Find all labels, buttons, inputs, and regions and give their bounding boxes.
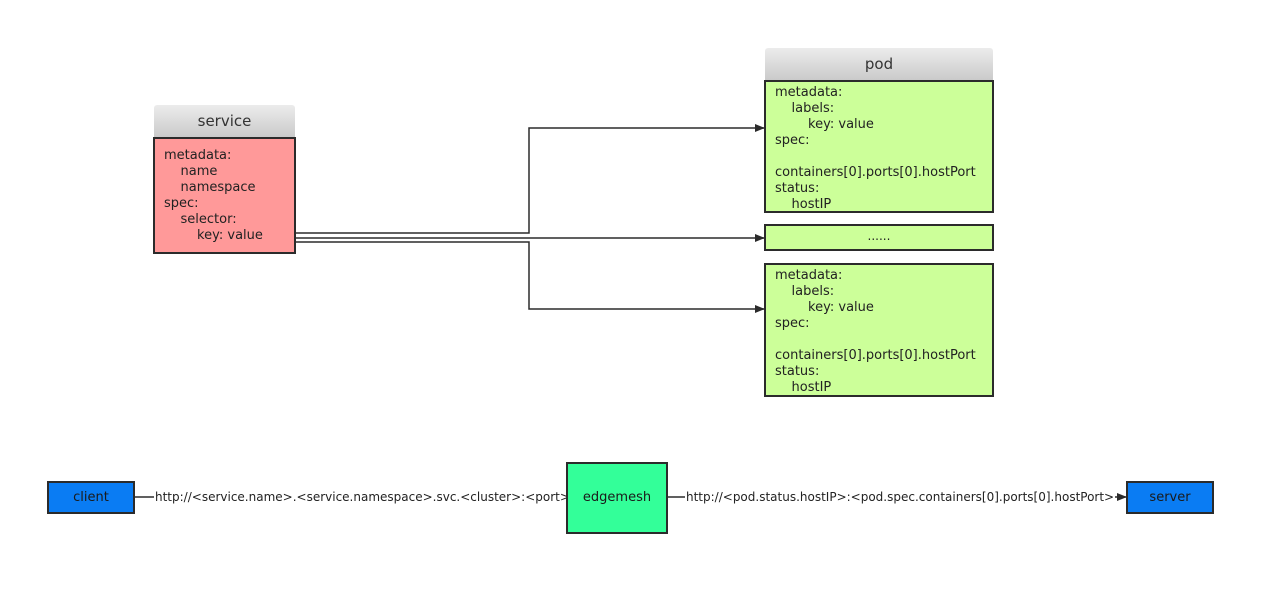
pod2-box: metadata: labels: key: value spec: conta…	[764, 263, 994, 397]
pod-ellipsis-box: ......	[764, 224, 994, 251]
pod2-line: containers[0].ports[0].hostPort	[775, 348, 976, 363]
edgemesh-to-server-label: http://<pod.status.hostIP>:<pod.spec.con…	[685, 489, 1116, 505]
pod2-line: status:	[775, 364, 820, 379]
server-node: server	[1126, 481, 1214, 514]
service-line: namespace	[164, 180, 256, 195]
pod1-line: hostIP	[775, 197, 832, 212]
pod2-line: labels:	[775, 284, 835, 299]
service-box: metadata: name namespace spec: selector:…	[153, 137, 296, 254]
pod-ellipsis-text: ......	[867, 229, 891, 243]
service-line: metadata:	[164, 148, 232, 163]
service-line: name	[164, 164, 218, 179]
edgemesh-node: edgemesh	[566, 462, 668, 534]
service-line: selector:	[164, 212, 237, 227]
pod1-line: spec:	[775, 133, 810, 148]
pod1-line: status:	[775, 181, 820, 196]
client-node: client	[47, 481, 135, 514]
pod1-line: metadata:	[775, 85, 843, 100]
pod1-line: containers[0].ports[0].hostPort	[775, 165, 976, 180]
pod2-line: key: value	[775, 300, 874, 315]
pod1-line: key: value	[775, 117, 874, 132]
service-line: spec:	[164, 196, 199, 211]
client-to-edgemesh-label: http://<service.name>.<service.namespace…	[154, 489, 571, 505]
service-to-pod2-edge	[295, 241, 765, 313]
pod1-line: labels:	[775, 101, 835, 116]
pod1-line	[775, 149, 992, 165]
pod2-line: spec:	[775, 316, 810, 331]
pod-header: pod	[765, 48, 993, 81]
service-to-pod1-edge	[295, 124, 765, 234]
service-header: service	[154, 105, 295, 138]
pod2-line: hostIP	[775, 380, 832, 395]
pod2-line	[775, 332, 992, 348]
service-line: key: value	[164, 228, 263, 243]
pod2-line: metadata:	[775, 268, 843, 283]
pod1-box: metadata: labels: key: value spec: conta…	[764, 80, 994, 213]
